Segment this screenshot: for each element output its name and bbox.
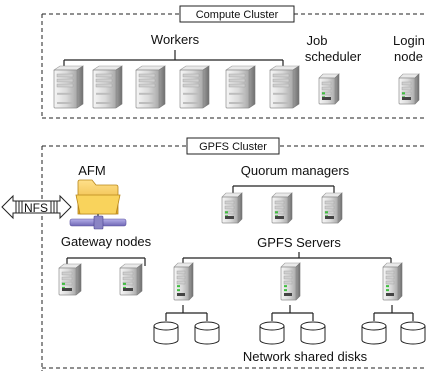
quorum-bracket — [232, 185, 335, 194]
login-node-label-line2: node — [394, 49, 423, 64]
worker-server-row — [53, 65, 300, 109]
job-scheduler-label-line1: Job — [307, 33, 328, 48]
disk-cylinder-icon — [153, 321, 179, 345]
workers-bracket — [63, 50, 284, 68]
afm-label: AFM — [78, 163, 105, 178]
server-tower-icon — [58, 263, 82, 296]
server-tower-icon — [280, 262, 301, 301]
disk-cylinder-icon — [194, 321, 220, 345]
server-tower-icon — [135, 65, 166, 109]
server-tower-icon — [92, 65, 123, 109]
server-tower-icon — [225, 65, 256, 109]
server-tower-icon — [271, 192, 293, 224]
quorum-managers-label: Quorum managers — [241, 163, 350, 178]
server-tower-icon — [398, 73, 420, 105]
disk-group — [153, 305, 220, 345]
gpfs-server-row — [173, 262, 403, 301]
disk-cylinder-icon — [400, 321, 426, 345]
login-node-label-line1: Login — [393, 33, 425, 48]
compute-cluster-box: Compute Cluster — [41, 5, 426, 119]
server-tower-icon — [382, 262, 403, 301]
gpfs-cluster-title: GPFS Cluster — [199, 141, 267, 153]
server-tower-icon — [53, 65, 84, 109]
job-scheduler-server-icon — [318, 73, 340, 105]
quorum-server-row — [221, 192, 343, 224]
server-tower-icon — [173, 262, 194, 301]
login-node-server-icon — [398, 73, 420, 105]
nfs-label: NFS — [24, 201, 48, 215]
gpfs-servers-label: GPFS Servers — [257, 235, 341, 250]
server-tower-icon — [269, 65, 300, 109]
gateway-nodes-label: Gateway nodes — [61, 234, 152, 249]
disk-cylinder-icon — [259, 321, 285, 345]
server-tower-icon — [318, 73, 340, 105]
disk-cylinder-icon — [300, 321, 326, 345]
gpfs-cluster-box: GPFS Cluster — [41, 137, 426, 371]
network-shared-disks-label: Network shared disks — [243, 349, 368, 364]
server-tower-icon — [179, 65, 210, 109]
gateway-server-row — [58, 263, 143, 296]
disk-group — [259, 305, 326, 345]
server-tower-icon — [119, 263, 143, 296]
disk-cylinder-icon — [361, 321, 387, 345]
workers-label: Workers — [151, 32, 200, 47]
server-tower-icon — [221, 192, 243, 224]
compute-cluster-title: Compute Cluster — [196, 9, 279, 21]
disk-group — [361, 305, 426, 345]
network-shared-disk-groups — [153, 305, 426, 345]
server-tower-icon — [321, 192, 343, 224]
double-arrow-icon — [1, 194, 72, 220]
job-scheduler-label-line2: scheduler — [305, 49, 362, 64]
network-folder-icon — [69, 179, 127, 230]
